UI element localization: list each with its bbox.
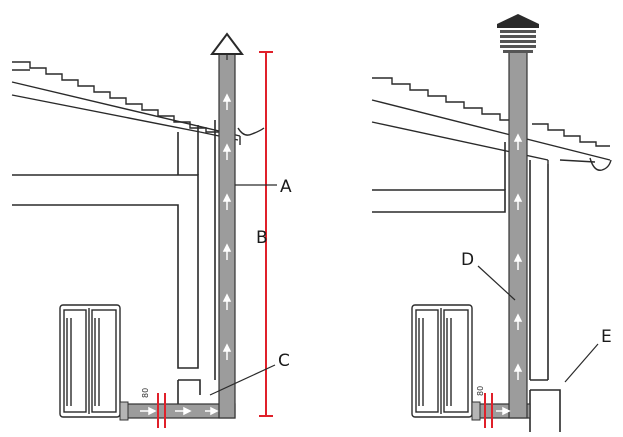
heater-unit-icon bbox=[59, 304, 121, 418]
leader-d bbox=[477, 265, 516, 301]
measure-80-left bbox=[157, 393, 166, 428]
gutter-icon bbox=[237, 127, 265, 136]
right-building bbox=[372, 142, 561, 432]
measure-80-right bbox=[484, 393, 493, 428]
right-flow-arrows bbox=[496, 133, 523, 416]
cowl-cap-icon bbox=[497, 14, 539, 53]
leader-c bbox=[209, 364, 276, 396]
label-d: D bbox=[461, 250, 474, 270]
left-installation: 80 A B C bbox=[11, 32, 292, 428]
leader-e bbox=[564, 343, 599, 383]
measure-b-line bbox=[259, 51, 273, 417]
right-roof bbox=[371, 77, 611, 164]
right-flue-pipe bbox=[471, 51, 531, 421]
label-b: B bbox=[256, 228, 268, 248]
left-flue-pipe bbox=[119, 51, 236, 421]
left-flow-arrows bbox=[140, 93, 232, 416]
label-e: E bbox=[601, 327, 612, 347]
cone-cap-icon bbox=[210, 32, 244, 60]
dimension-80-left: 80 bbox=[141, 388, 150, 398]
label-a: A bbox=[280, 177, 292, 197]
gutter-icon bbox=[589, 157, 612, 171]
right-installation: 80 D E bbox=[371, 14, 612, 432]
left-roof bbox=[11, 61, 241, 145]
dimension-80-right: 80 bbox=[476, 386, 485, 396]
heater-unit-icon bbox=[411, 304, 473, 418]
left-building bbox=[12, 120, 216, 410]
label-c: C bbox=[278, 351, 290, 371]
